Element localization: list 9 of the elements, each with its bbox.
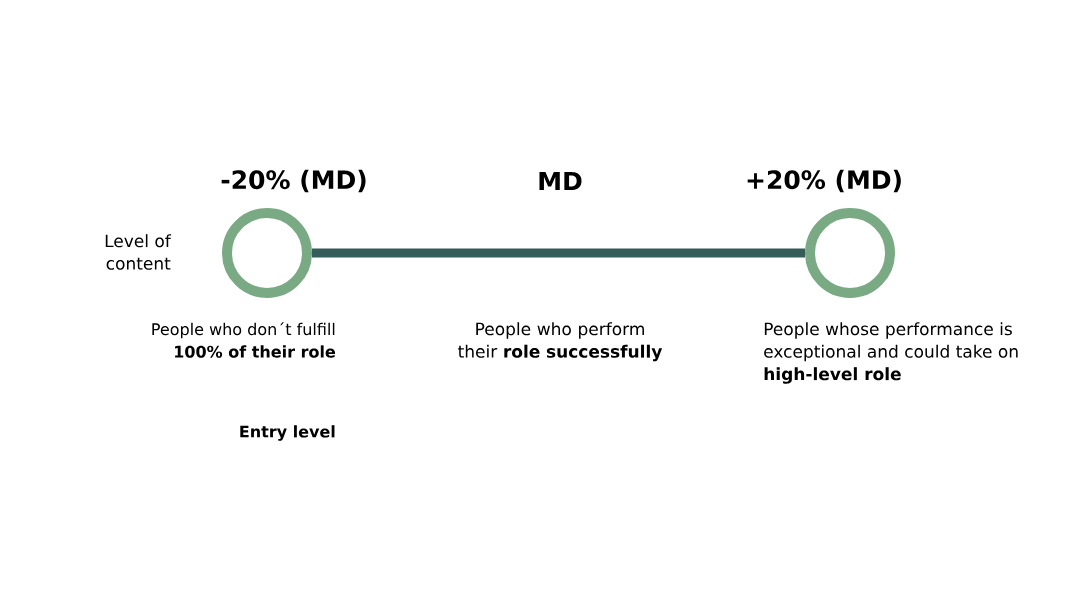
- axis-label: Level of content: [105, 234, 172, 270]
- description: People who perform their role successfully: [458, 322, 663, 362]
- description: People who don´t fulfill 100% of their role: [152, 322, 335, 358]
- heading: -20% (MD): [221, 169, 366, 193]
- connector-line: [312, 248, 805, 258]
- level-label: Entry level: [240, 425, 335, 441]
- heading: +20% (MD): [747, 169, 901, 193]
- description: People whose performance is exceptional and could take on high-level role: [764, 322, 1018, 384]
- heading: MD: [539, 171, 582, 191]
